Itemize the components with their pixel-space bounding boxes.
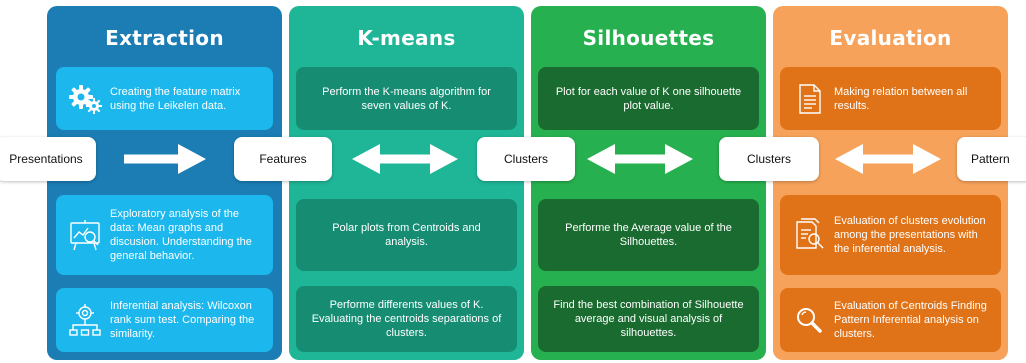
double-arrow-icon [835, 144, 941, 174]
silhouettes-step-2: Performe the Average value of the Silhou… [538, 199, 759, 271]
kmeans-step-3: Performe differents values of K. Evaluat… [296, 286, 517, 352]
kmeans-step-3-text: Performe differents values of K. Evaluat… [311, 299, 502, 339]
double-arrow-icon [587, 144, 693, 174]
document-icon [799, 83, 821, 114]
evaluation-step-3: Evaluation of Centroids Finding Pattern … [780, 288, 1001, 352]
column-title-silhouettes: Silhouettes [582, 26, 715, 50]
evaluation-step-2-text: Evaluation of clusters evolution among t… [834, 215, 986, 255]
network-gear-icon [69, 304, 101, 336]
report-search-icon [796, 218, 824, 249]
extraction-step-1-text: Creating the feature matrix using the Le… [110, 85, 241, 112]
silhouettes-step-1-text: Plot for each value of K one silhouette … [555, 85, 742, 112]
flow-label-presentations: Presentations [0, 137, 96, 181]
gears-icon [69, 84, 102, 114]
double-arrow-icon [352, 144, 458, 174]
analytics-board-icon [70, 220, 100, 251]
extraction-step-3: Inferential analysis: Wilcoxon rank sum … [56, 288, 273, 352]
kmeans-step-2-text: Polar plots from Centroids and analysis. [332, 222, 481, 248]
evaluation-step-1: Making relation between all results. [780, 67, 1001, 130]
evaluation-step-2: Evaluation of clusters evolution among t… [780, 195, 1001, 275]
silhouettes-step-3-text: Find the best combination of Silhouette … [553, 299, 744, 339]
flow-label-clusters: Clusters [477, 137, 575, 181]
kmeans-step-2: Polar plots from Centroids and analysis. [296, 199, 517, 271]
kmeans-step-1-text: Perform the K-means algorithm for seven … [322, 85, 491, 112]
silhouettes-step-2-text: Performe the Average value of the Silhou… [565, 222, 732, 248]
extraction-step-2: Exploratory analysis of the data: Mean g… [56, 195, 273, 275]
kmeans-step-1: Perform the K-means algorithm for seven … [296, 67, 517, 130]
extraction-step-2-text: Exploratory analysis of the data: Mean g… [110, 208, 252, 262]
flow-label-pattern: Pattern [957, 137, 1026, 181]
evaluation-step-3-text: Evaluation of Centroids Finding Pattern … [834, 300, 987, 340]
extraction-step-1: Creating the feature matrix using the Le… [56, 67, 273, 130]
extraction-step-3-text: Inferential analysis: Wilcoxon rank sum … [110, 300, 255, 340]
evaluation-step-1-text: Making relation between all results. [834, 85, 968, 112]
flow-label-clusters: Clusters [719, 137, 819, 181]
column-title-extraction: Extraction [105, 26, 224, 50]
column-title-evaluation: Evaluation [829, 26, 952, 50]
flow-label-features: Features [234, 137, 332, 181]
column-title-kmeans: K-means [357, 26, 456, 50]
magnifier-icon [797, 308, 822, 333]
silhouettes-step-1: Plot for each value of K one silhouette … [538, 67, 759, 130]
silhouettes-step-3: Find the best combination of Silhouette … [538, 286, 759, 352]
arrow-right-icon [124, 144, 206, 174]
